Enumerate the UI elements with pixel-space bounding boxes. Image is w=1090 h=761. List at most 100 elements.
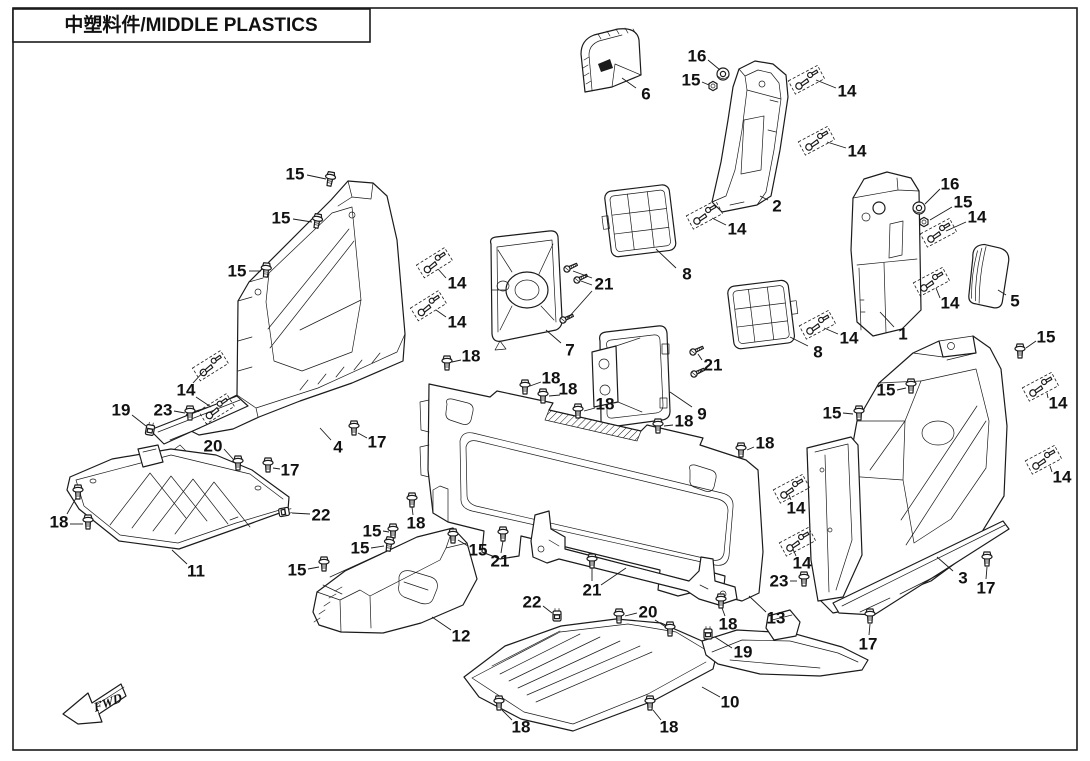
leader-line bbox=[652, 709, 662, 721]
callout-number-2: 2 bbox=[772, 197, 781, 216]
leader-line bbox=[292, 218, 313, 223]
leader-line bbox=[457, 539, 469, 547]
leader-line bbox=[529, 381, 542, 387]
callout-number-15: 15 bbox=[823, 404, 842, 423]
leader-line bbox=[291, 512, 311, 515]
callout-number-18: 18 bbox=[559, 380, 578, 399]
leader-line bbox=[721, 607, 726, 617]
callout-number-15: 15 bbox=[469, 541, 488, 560]
callout-number-14: 14 bbox=[793, 554, 812, 573]
callout-number-6: 6 bbox=[641, 85, 650, 104]
fastener-nut-icon bbox=[919, 216, 929, 228]
callout-number-15: 15 bbox=[1037, 328, 1056, 347]
leader-line bbox=[545, 329, 562, 344]
leader-line bbox=[698, 369, 703, 374]
fastener-pair-icon bbox=[409, 290, 447, 322]
callout-number-21: 21 bbox=[583, 581, 602, 600]
fwd-arrow: FWD bbox=[62, 683, 127, 725]
part-6-drawing bbox=[580, 27, 642, 93]
callout-number-14: 14 bbox=[840, 329, 859, 348]
leader-line bbox=[701, 686, 721, 698]
leader-line bbox=[868, 623, 871, 636]
leader-line bbox=[173, 410, 186, 414]
fastener-bolt-icon bbox=[735, 442, 747, 458]
callout-number-18: 18 bbox=[50, 513, 69, 532]
callout-number-19: 19 bbox=[734, 643, 753, 662]
leader-line bbox=[357, 432, 368, 439]
callout-number-18: 18 bbox=[756, 434, 775, 453]
leader-line bbox=[788, 494, 792, 501]
leader-line bbox=[936, 556, 954, 572]
callout-number-5: 5 bbox=[1010, 292, 1019, 311]
leader-line bbox=[985, 566, 988, 580]
leader-line bbox=[896, 387, 907, 391]
part-8-grille-left-drawing bbox=[601, 184, 677, 258]
callout-number-9: 9 bbox=[697, 405, 706, 424]
leader-line bbox=[663, 424, 674, 427]
callout-number-19: 19 bbox=[112, 401, 131, 420]
fastener-pair-icon bbox=[787, 64, 826, 95]
leader-line bbox=[567, 290, 593, 319]
fastener-clip-icon bbox=[703, 625, 713, 640]
leader-line bbox=[746, 446, 755, 451]
leader-line bbox=[583, 407, 596, 412]
fastener-screw-icon bbox=[562, 260, 579, 274]
part-10-drawing bbox=[463, 609, 869, 732]
callout-number-15: 15 bbox=[363, 522, 382, 541]
callout-number-13: 13 bbox=[767, 609, 786, 628]
callout-number-14: 14 bbox=[968, 208, 987, 227]
leader-line bbox=[654, 619, 667, 628]
leader-line bbox=[192, 370, 205, 384]
leader-line bbox=[826, 141, 847, 149]
fastener-bolt-icon bbox=[715, 593, 727, 609]
leader-line bbox=[697, 353, 703, 361]
part-11-drawing bbox=[66, 444, 290, 550]
leader-line bbox=[879, 311, 895, 328]
callout-number-17: 17 bbox=[281, 461, 300, 480]
callout-number-17: 17 bbox=[977, 579, 996, 598]
fastener-bolt-icon bbox=[644, 695, 656, 711]
leader-line bbox=[945, 221, 967, 232]
leader-line bbox=[1049, 465, 1053, 473]
callout-number-23: 23 bbox=[770, 572, 789, 591]
callout-number-15: 15 bbox=[288, 561, 307, 580]
callout-number-14: 14 bbox=[1049, 394, 1068, 413]
callout-number-17: 17 bbox=[368, 433, 387, 452]
leader-line bbox=[624, 612, 638, 617]
callout-number-22: 22 bbox=[312, 506, 331, 525]
callout-number-14: 14 bbox=[728, 220, 747, 239]
leader-line bbox=[572, 270, 593, 279]
leader-line bbox=[435, 309, 447, 318]
leader-line bbox=[306, 174, 327, 180]
callout-number-21: 21 bbox=[704, 356, 723, 375]
callout-number-22: 22 bbox=[523, 593, 542, 612]
drawing-frame bbox=[12, 7, 1078, 751]
fastener-bolt-icon bbox=[262, 457, 274, 473]
leader-line bbox=[701, 81, 710, 86]
leader-line bbox=[272, 467, 281, 470]
leader-line bbox=[437, 268, 447, 279]
leader-line bbox=[929, 206, 953, 221]
callout-number-18: 18 bbox=[596, 395, 615, 414]
part-13-drawing bbox=[419, 383, 764, 602]
leader-line bbox=[935, 287, 941, 299]
callout-number-21: 21 bbox=[595, 275, 614, 294]
title-box bbox=[12, 8, 371, 43]
callout-number-18: 18 bbox=[462, 347, 481, 366]
fastener-bolt-icon bbox=[1014, 343, 1026, 359]
fastener-bolt-icon bbox=[864, 608, 876, 624]
callout-number-14: 14 bbox=[787, 499, 806, 518]
part-5-drawing bbox=[968, 243, 1010, 309]
leader-line bbox=[621, 77, 637, 89]
callout-number-15: 15 bbox=[272, 209, 291, 228]
leader-line bbox=[823, 327, 839, 335]
callout-number-1: 1 bbox=[898, 325, 907, 344]
part-3-drawing bbox=[806, 335, 1010, 616]
callout-number-15: 15 bbox=[286, 165, 305, 184]
callout-number-18: 18 bbox=[407, 514, 426, 533]
leader-line bbox=[370, 545, 385, 549]
fastener-nut-icon bbox=[708, 80, 718, 92]
callout-number-18: 18 bbox=[675, 412, 694, 431]
